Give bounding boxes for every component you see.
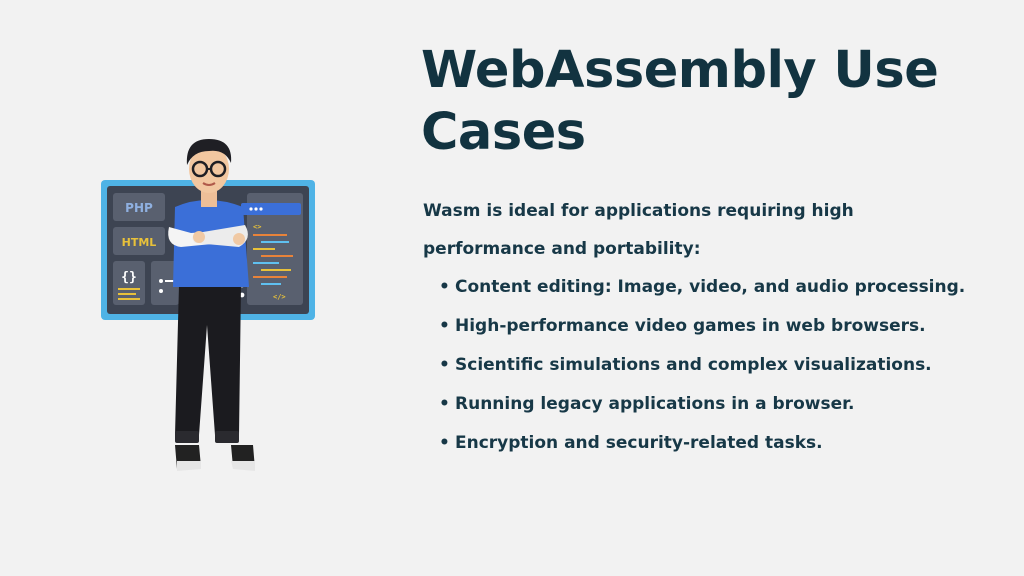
list-item: •Running legacy applications in a browse… (437, 385, 1001, 424)
html-label: HTML (122, 236, 157, 249)
use-case-list: •Content editing: Image, video, and audi… (421, 268, 1001, 463)
list-item: •Scientific simulations and complex visu… (437, 346, 1001, 385)
bullet-icon: • (439, 277, 450, 297)
bullet-icon: • (439, 394, 450, 414)
list-item: •Content editing: Image, video, and audi… (437, 268, 1001, 307)
list-item-text: Scientific simulations and complex visua… (455, 355, 932, 375)
php-label: PHP (125, 201, 153, 215)
code-tag-close: </> (273, 293, 286, 301)
list-item-text: Content editing: Image, video, and audio… (455, 277, 966, 297)
html-tile (113, 227, 165, 255)
bullet-icon: • (439, 433, 450, 453)
slide-title: WebAssembly Use Cases (421, 41, 939, 162)
list-item-text: Running legacy applications in a browser… (455, 394, 855, 414)
content-column: WebAssembly Use Cases Wasm is ideal for … (421, 40, 1001, 463)
bullet-icon: • (439, 316, 450, 336)
person-hair (186, 139, 232, 165)
intro-text: Wasm is ideal for applications requiring… (423, 201, 854, 259)
code-tag-open: <> (253, 223, 261, 231)
list-item-text: Encryption and security-related tasks. (455, 433, 823, 453)
list-item-text: High-performance video games in web brow… (455, 316, 926, 336)
braces-label: {} (121, 270, 137, 285)
bullet-icon: • (439, 355, 450, 375)
developer-code-board-icon: PHP HTML {} <> (101, 139, 315, 471)
person-legs (175, 285, 241, 435)
list-item: •High-performance video games in web bro… (437, 307, 1001, 346)
developer-illustration: PHP HTML {} <> (95, 135, 325, 480)
list-item: •Encryption and security-related tasks. (437, 424, 1001, 463)
php-tile (113, 193, 165, 221)
